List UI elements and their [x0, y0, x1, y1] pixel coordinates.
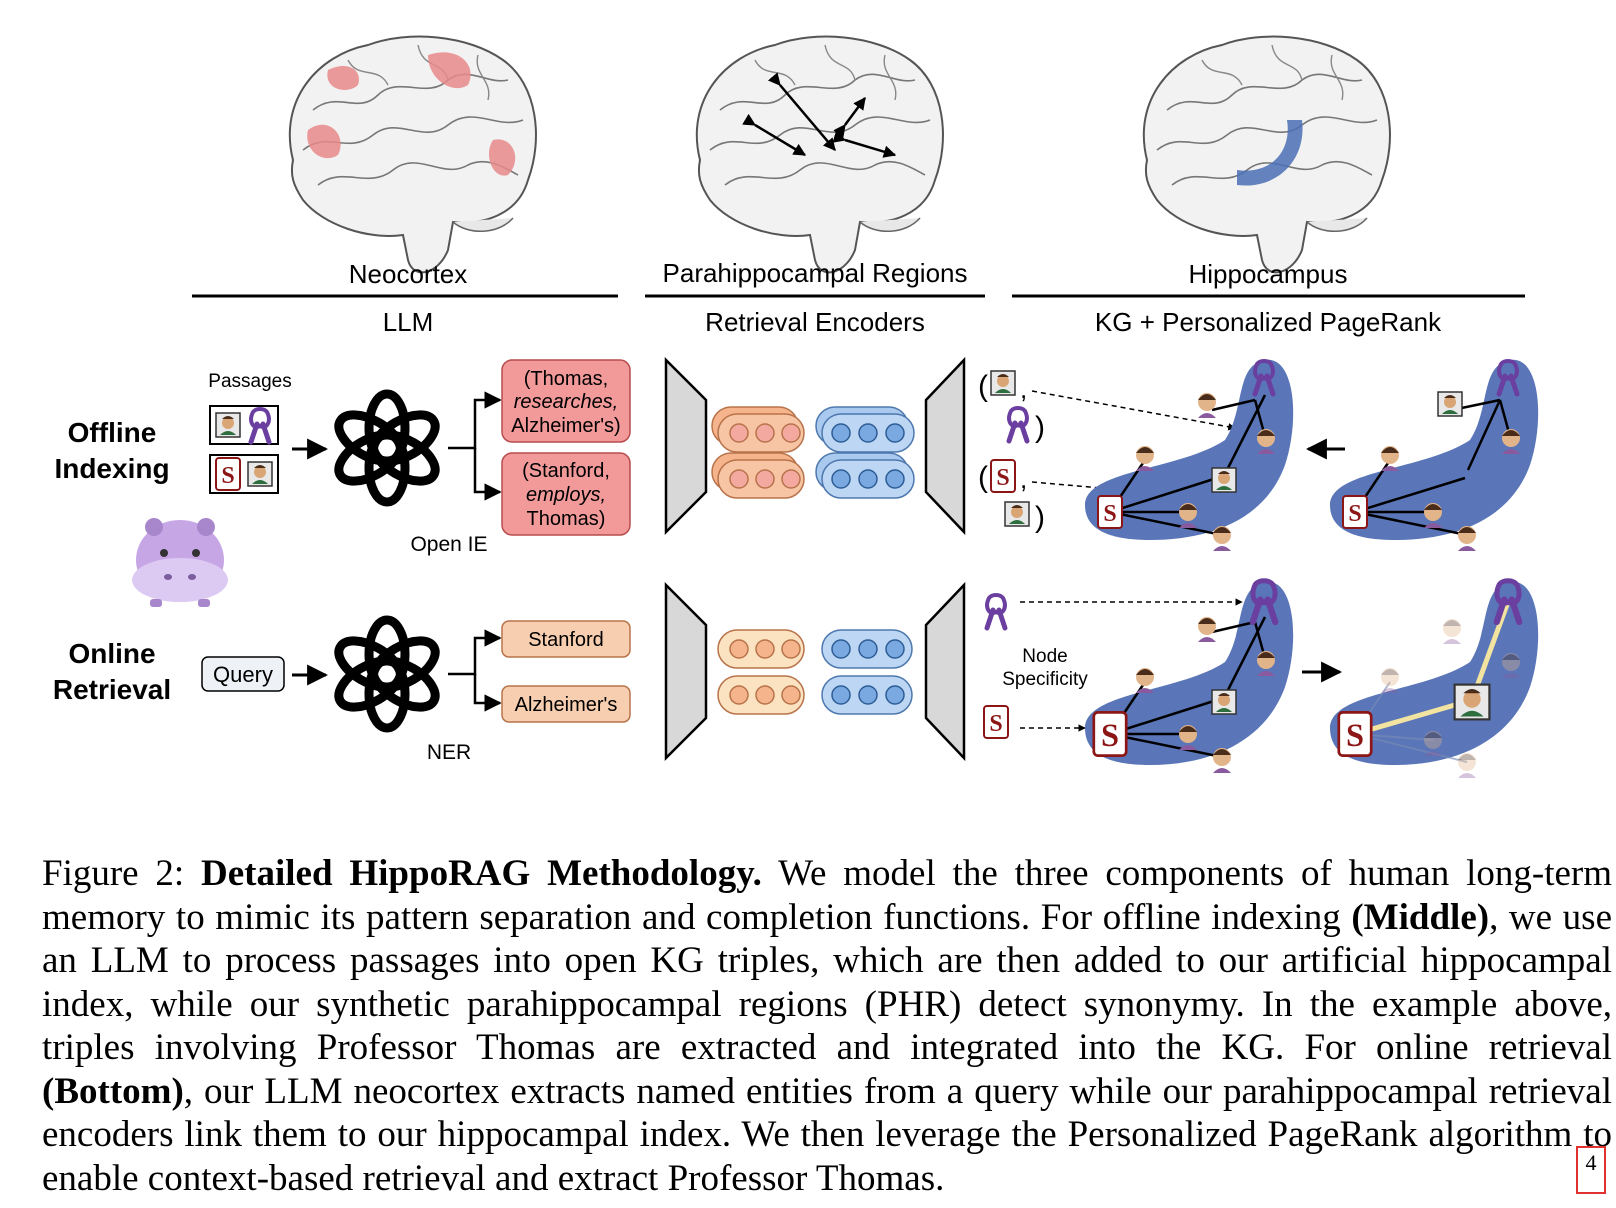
offline-tuple-2: ( , ) [978, 459, 1045, 534]
offline-blue-embeddings [815, 406, 915, 499]
caption-title: Detailed HippoRAG Methodology. [201, 853, 762, 894]
query-stanford-icon [983, 705, 1009, 739]
online-kg-ppr-result [1330, 581, 1539, 778]
triple1-subject: (Thomas, [524, 368, 608, 390]
entity-box-stanford: Stanford [501, 620, 631, 658]
footnote-link[interactable]: 4 [1576, 1146, 1606, 1194]
offline-encoder-right [924, 356, 966, 536]
offline-tuple-1: ( , ) [978, 370, 1045, 444]
node-specificity-line1: Node [1022, 646, 1067, 667]
triple2-object: Thomas) [527, 508, 606, 530]
svg-text:(: ( [978, 461, 988, 494]
online-kg-query-seeded [1085, 581, 1294, 773]
triple-box-1: (Thomas, researches, Alzheimer's) [501, 359, 631, 443]
entity-alzheimers-label: Alzheimer's [515, 694, 618, 716]
parahippocampal-heading: Parahippocampal Regions [663, 258, 968, 288]
query-box: Query [201, 656, 285, 692]
offline-encoder-left [664, 356, 708, 536]
online-label-line1: Online [68, 638, 155, 669]
triple1-relation: researches, [514, 391, 619, 413]
caption-text-2: , we use an LLM to process passages into… [42, 896, 1612, 1069]
online-blue-embeddings [821, 629, 913, 715]
hipporag-diagram: S [53, 35, 1539, 778]
hippocampus-brain-image [1142, 35, 1391, 274]
openie-branch-arrows [448, 391, 502, 501]
triple1-object: Alzheimer's) [511, 415, 620, 437]
query-label: Query [213, 662, 273, 687]
passage-document-2 [209, 454, 279, 494]
hippo-mascot-icon [132, 518, 228, 607]
open-ie-label: Open IE [410, 533, 487, 556]
hippocampus-heading: Hippocampus [1189, 259, 1348, 289]
llm-subheading: LLM [383, 307, 434, 337]
caption-text-1: We model the three components of human l… [42, 853, 1612, 938]
triple-box-2: (Stanford, employs, Thomas) [501, 452, 631, 536]
neocortex-brain-image [288, 35, 537, 274]
offline-label-line1: Offline [68, 417, 157, 448]
offline-kg-before-merge [1085, 360, 1294, 551]
offline-label-line2: Indexing [54, 453, 169, 484]
svg-text:(: ( [978, 370, 988, 403]
passage-document-1 [209, 405, 279, 445]
online-label-line2: Retrieval [53, 674, 171, 705]
online-orange-embeddings [717, 629, 805, 715]
offline-dashed-links [1031, 390, 1236, 498]
online-encoder-right [924, 581, 966, 762]
openai-logo-icon [331, 394, 443, 502]
query-ribbon-icon [987, 595, 1005, 628]
triple2-subject: (Stanford, [522, 460, 610, 482]
entity-stanford-label: Stanford [528, 629, 604, 651]
offline-orange-embeddings [711, 406, 805, 499]
svg-text:): ) [1035, 411, 1045, 444]
passages-label: Passages [208, 371, 291, 392]
figure-caption: Figure 2: Detailed HippoRAG Methodology.… [42, 852, 1612, 1200]
online-encoder-left [664, 581, 708, 762]
kg-ppr-subheading: KG + Personalized PageRank [1095, 307, 1442, 337]
svg-text:): ) [1035, 501, 1045, 534]
caption-prefix: Figure 2: [42, 853, 202, 894]
entity-box-alzheimers: Alzheimer's [501, 685, 631, 723]
online-dashed-links [1020, 598, 1243, 732]
ner-branch-arrows [448, 629, 502, 712]
offline-kg-after-merge [1330, 360, 1539, 551]
parahippocampal-brain-image [695, 35, 944, 274]
node-specificity-line2: Specificity [1002, 669, 1088, 690]
caption-bottom: (Bottom) [42, 1070, 184, 1112]
caption-middle: (Middle) [1351, 896, 1490, 938]
ner-label: NER [427, 741, 471, 764]
svg-text:,: , [1020, 374, 1027, 404]
neocortex-heading: Neocortex [349, 259, 468, 289]
svg-text:,: , [1020, 464, 1027, 494]
caption-text-3: , our LLM neocortex extracts named entit… [42, 1070, 1612, 1199]
openai-logo-online-icon [331, 620, 443, 728]
triple2-relation: employs, [526, 484, 606, 506]
retrieval-encoders-subheading: Retrieval Encoders [705, 307, 925, 337]
